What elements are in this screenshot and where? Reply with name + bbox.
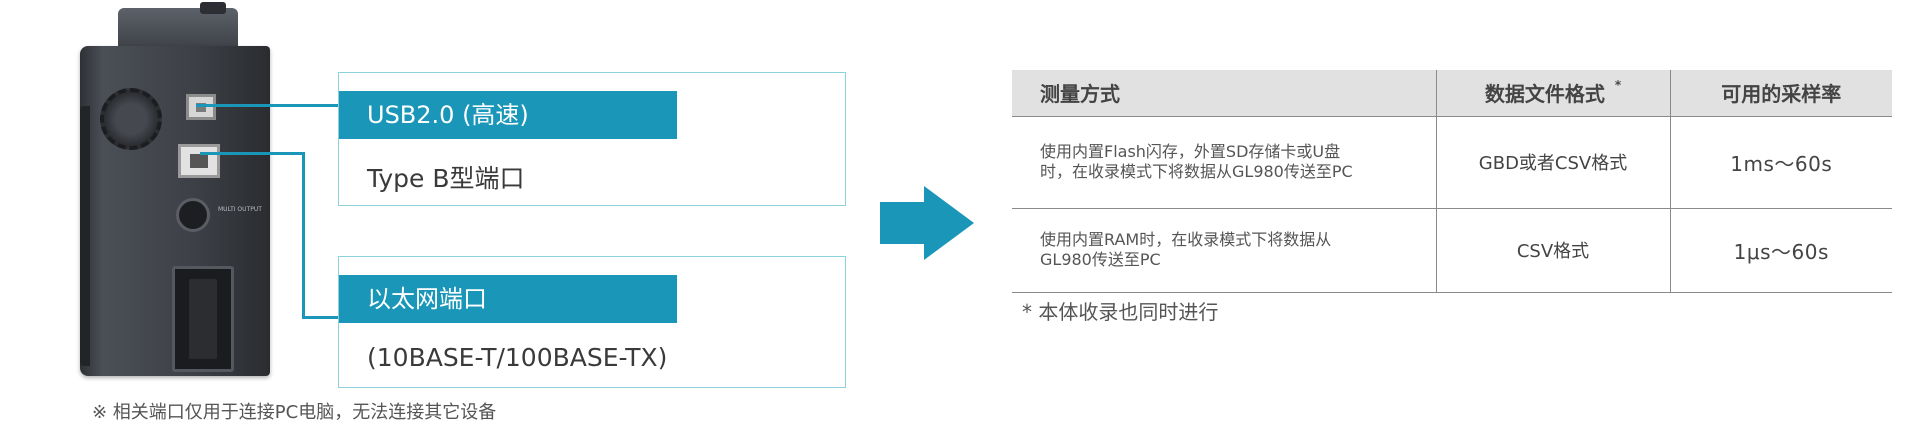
usb-port-type: Type B型端口 [367, 164, 525, 193]
ethernet-tag: 以太网端口 [339, 275, 677, 323]
table-header-row: 测量方式 数据文件格式* 可用的采样率 [1012, 70, 1892, 116]
card-slot-icon [172, 266, 234, 372]
device-illustration: MULTI OUTPUT [80, 2, 270, 378]
row-format: CSV格式 [1436, 208, 1671, 293]
usb-tag: USB2.0 (高速) [339, 91, 677, 139]
header-rate: 可用的采样率 [1670, 70, 1892, 116]
device-knob [200, 2, 226, 14]
header-format-mark: * [1614, 78, 1622, 93]
row-rate: 1μs～60s [1670, 208, 1892, 293]
ethernet-spec: (10BASE-T/100BASE-TX) [367, 343, 668, 372]
row-method: 使用内置Flash闪存，外置SD存储卡或U盘时，在收录模式下将数据从GL980传… [1012, 116, 1437, 209]
sampling-rate-table: 测量方式 数据文件格式* 可用的采样率 使用内置Flash闪存，外置SD存储卡或… [1012, 70, 1892, 293]
multi-output-label: MULTI OUTPUT [218, 206, 262, 213]
table-row: 使用内置Flash闪存，外置SD存储卡或U盘时，在收录模式下将数据从GL980传… [1012, 116, 1892, 209]
row-rate: 1ms～60s [1670, 116, 1892, 209]
fan-vent-icon [100, 88, 162, 150]
card-slot-cover [189, 279, 217, 359]
header-format: 数据文件格式* [1436, 70, 1671, 116]
header-method: 测量方式 [1012, 70, 1437, 116]
ethernet-callout-box: 以太网端口 (10BASE-T/100BASE-TX) [338, 256, 846, 388]
right-footnote: * 本体收录也同时进行 [1022, 300, 1219, 324]
left-footnote: ※ 相关端口仅用于连接PC电脑，无法连接其它设备 [92, 402, 497, 423]
usb-port-icon [186, 94, 216, 120]
table-row: 使用内置RAM时，在收录模式下将数据从GL980传送至PC CSV格式 1μs～… [1012, 208, 1892, 293]
usb-callout-box: USB2.0 (高速) Type B型端口 [338, 72, 846, 206]
row-method: 使用内置RAM时，在收录模式下将数据从GL980传送至PC [1012, 208, 1437, 293]
ethernet-port-icon [178, 144, 220, 178]
multi-output-connector-icon [176, 198, 210, 232]
usb-connector-line [196, 104, 338, 107]
ethernet-connector-line-h1 [200, 152, 304, 155]
device-side-ridge [80, 106, 90, 366]
row-format: GBD或者CSV格式 [1436, 116, 1671, 209]
ethernet-connector-line-v [302, 152, 305, 318]
arrow-right-icon [880, 186, 974, 260]
ethernet-connector-line-h2 [302, 316, 338, 319]
